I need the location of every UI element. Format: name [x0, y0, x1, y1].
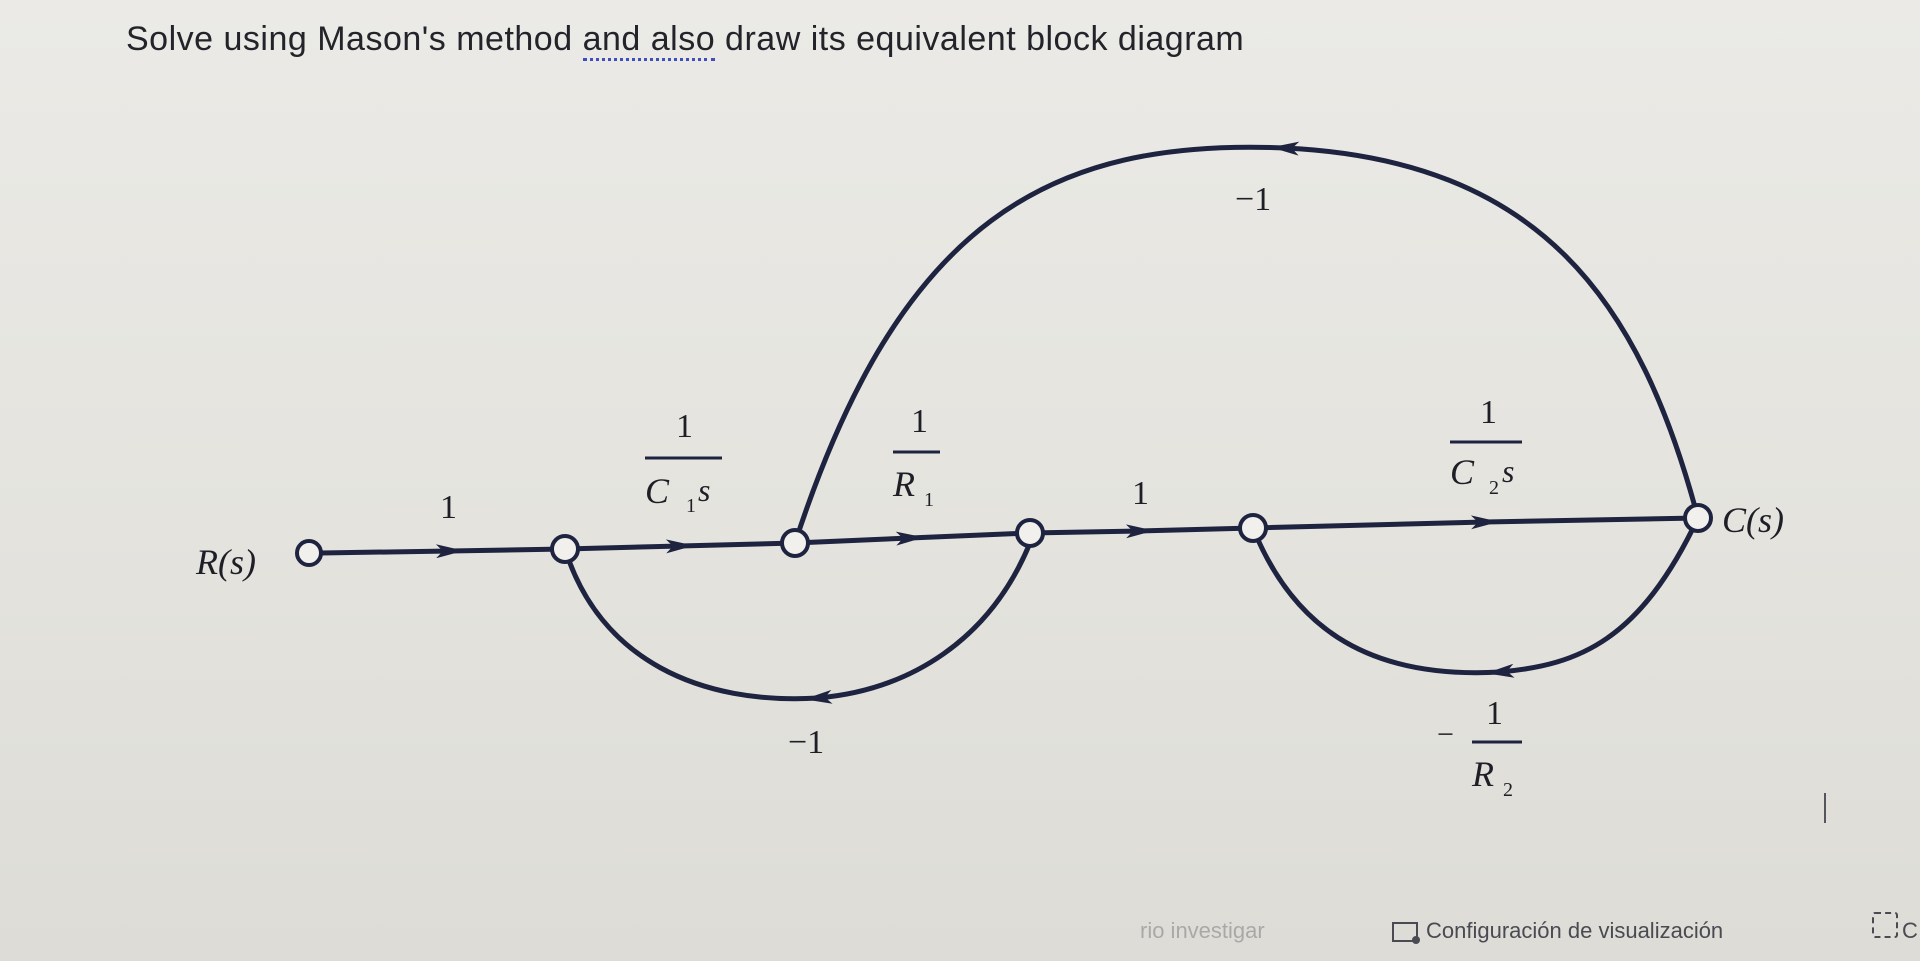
feedback-br-numerator: 1 [1486, 695, 1503, 732]
question-part-1: Solve using Mason's method [126, 20, 583, 58]
question-part-2-underlined[interactable]: and also [582, 20, 716, 61]
branch-1-over-r1 [794, 530, 1031, 546]
display-settings-button[interactable]: Configuración de visualización [1392, 918, 1724, 945]
bottom-left-loop-b [562, 548, 819, 702]
nodes [295, 503, 1713, 567]
top-loop-left [792, 144, 1286, 544]
gain-1-label: 1 [440, 489, 457, 526]
feedback-top-label: −1 [1235, 181, 1271, 218]
gain-1-over-c1s: 1 C 1 s [645, 408, 722, 517]
gain-r1-den-sub: 1 [924, 489, 934, 511]
bottom-right-loop-a [1486, 516, 1701, 678]
gain-c2s-den-c: C [1450, 452, 1475, 492]
feedback-bottom-right-label: − 1 R 2 [1437, 695, 1522, 801]
bottom-right-loop-b [1250, 527, 1501, 676]
gain-c2s-den-sub: 2 [1489, 477, 1499, 499]
node-2 [780, 528, 810, 558]
feedback-br-sign: − [1437, 718, 1454, 751]
node-3 [1015, 518, 1045, 548]
gain-c2s-numerator: 1 [1480, 394, 1497, 431]
footer-right-partial: C [1902, 918, 1918, 943]
gain-1-over-c2s: 1 C 2 s [1450, 394, 1522, 499]
feedback-br-den-r: R [1471, 754, 1494, 794]
feedback-bottom-left-label: −1 [788, 724, 824, 761]
node-r [295, 539, 323, 567]
display-settings-icon [1392, 922, 1420, 945]
forward-path [320, 515, 1699, 559]
gain-c1s-den-s: s [698, 472, 710, 508]
node-4 [1238, 513, 1268, 543]
branch-1b [1029, 524, 1254, 539]
output-node-label: C(s) [1722, 500, 1784, 540]
gain-c1s-den-c: C [645, 471, 670, 511]
gain-r1-den-r: R [892, 464, 915, 504]
branch-1-over-c2s [1252, 515, 1699, 531]
gain-c1s-den-sub: 1 [686, 495, 696, 517]
input-node-label: R(s) [195, 542, 256, 582]
branch-1 [320, 544, 566, 559]
footer-partial-link[interactable]: rio investigar [1140, 918, 1265, 943]
question-part-3: draw its equivalent block diagram [715, 20, 1245, 58]
bottom-left-loop-a [804, 542, 1033, 704]
feedback-br-den-sub: 2 [1503, 779, 1513, 801]
gain-1-over-r1: 1 R 1 [892, 403, 940, 511]
node-1 [550, 534, 580, 564]
top-loop-right [1271, 141, 1701, 519]
node-c [1683, 503, 1713, 533]
gain-c2s-den-s: s [1502, 453, 1514, 489]
display-settings-label: Configuración de visualización [1426, 918, 1724, 943]
gain-1b-label: 1 [1132, 475, 1149, 512]
gain-c1s-numerator: 1 [676, 408, 693, 445]
question-text: Solve using Mason's method and also draw… [126, 20, 1245, 61]
branch-1-over-c1s [564, 539, 796, 554]
gain-r1-numerator: 1 [911, 403, 928, 440]
feedback-paths [562, 141, 1701, 704]
expand-icon[interactable] [1872, 912, 1898, 938]
